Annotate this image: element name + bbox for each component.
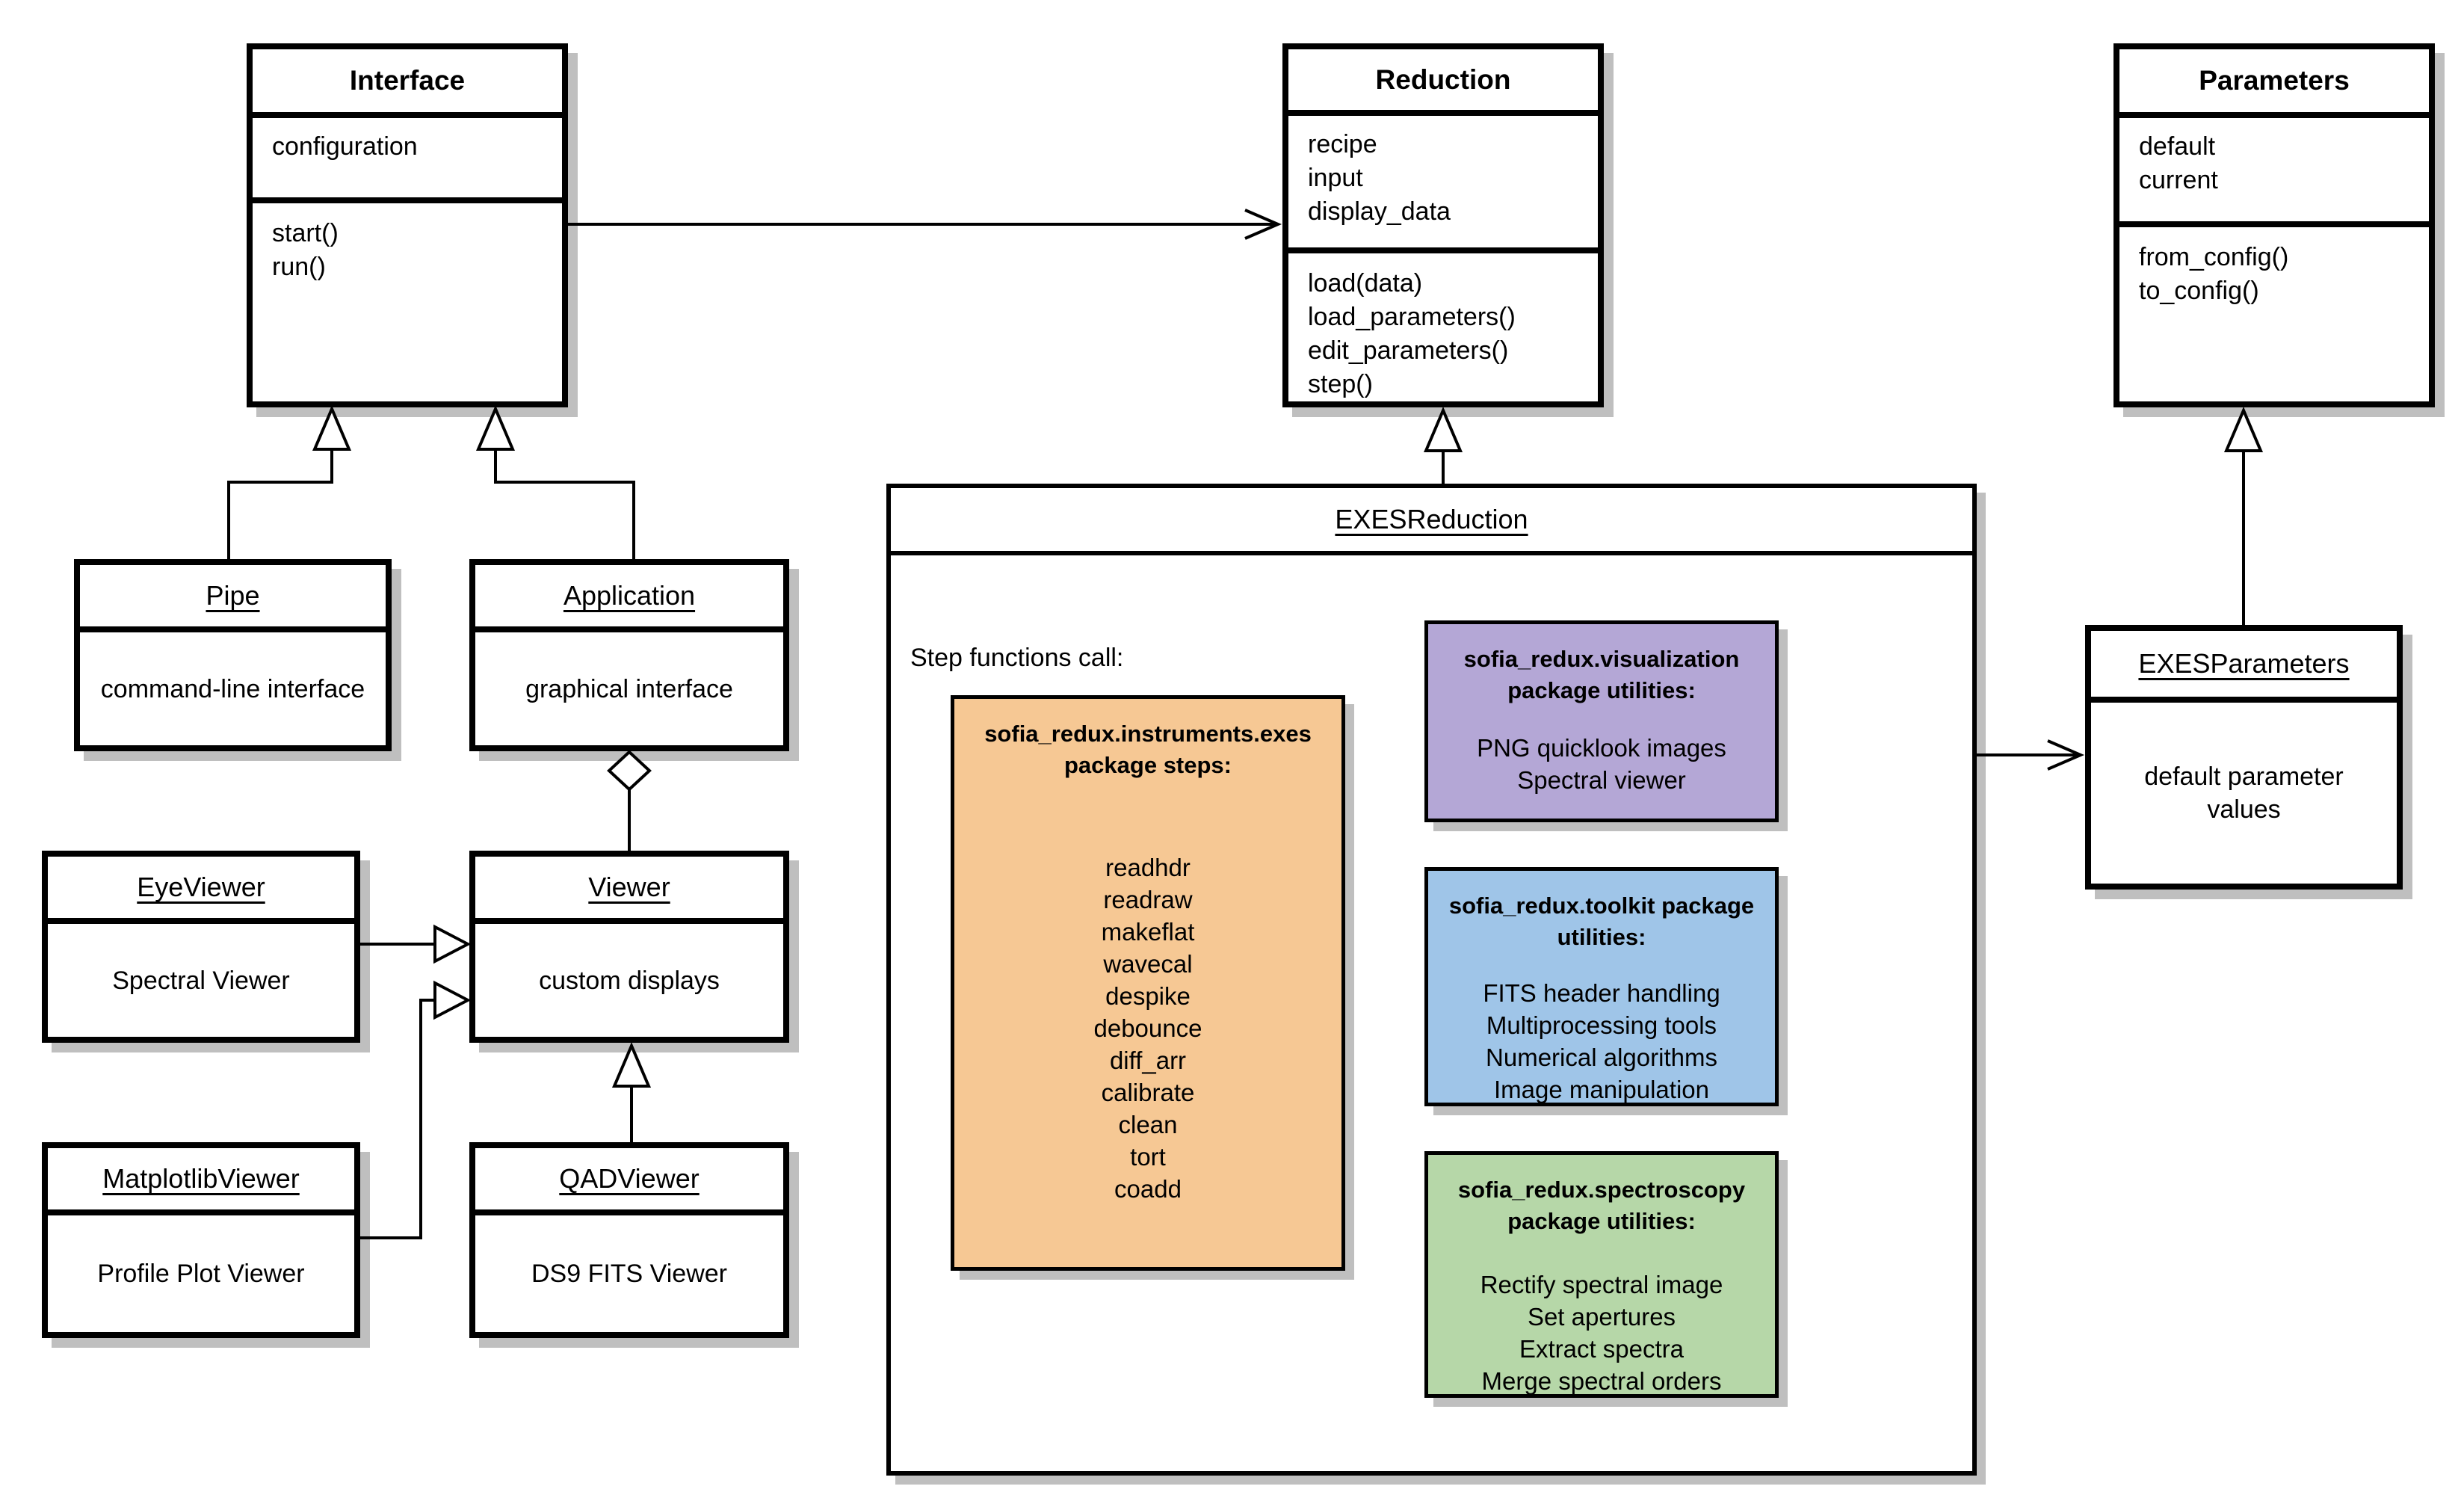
class-title: EXESReduction [891,488,1972,555]
utility-item: PNG quicklook images [1477,734,1726,762]
method: edit_parameters() [1308,336,1509,365]
step-item: diff_arr [1109,1047,1187,1074]
class-description: Profile Plot Viewer [97,1260,305,1288]
exesreduction-body: Step functions call: [891,555,1972,1471]
attribute: display_data [1308,197,1451,226]
method: load(data) [1308,269,1423,298]
class-description: DS9 FITS Viewer [531,1260,727,1288]
class-box-eyeviewer: EyeViewer Spectral Viewer [42,851,360,1043]
generalization-qadviewer-to-viewer [611,1041,652,1142]
utility-item: Spectral viewer [1517,766,1686,794]
package-step-list: readhdr readraw makeflat wavecal despike… [954,851,1341,1205]
package-box-toolkit: sofia_redux.toolkit package utilities: F… [1424,867,1779,1106]
utility-item: Extract spectra [1519,1335,1685,1363]
step-item: despike [1105,982,1191,1010]
generalization-exesparameters-to-parameters [2223,406,2264,625]
class-title: Reduction [1288,49,1598,117]
package-box-visualization: sofia_redux.visualization package utilit… [1424,620,1779,822]
attribute: default [2139,132,2216,161]
package-header: sofia_redux.instruments.exes [984,721,1312,747]
class-title: EyeViewer [48,857,354,924]
class-title: Viewer [475,857,783,924]
class-title: Application [475,565,783,632]
utility-item: FITS header handling [1483,979,1720,1007]
package-utility-list: FITS header handling Multiprocessing too… [1428,977,1775,1106]
class-box-reduction: Reduction recipe input display_data load… [1282,43,1604,407]
utility-item: Set apertures [1527,1303,1676,1331]
attribute: configuration [272,132,418,161]
attributes-compartment: recipe input display_data [1288,116,1598,253]
package-header: package utilities: [1507,677,1696,703]
class-box-pipe: Pipe command-line interface [74,559,392,751]
class-box-parameters: Parameters default current from_config()… [2113,43,2435,407]
method: to_config() [2139,277,2259,305]
method: step() [1308,370,1373,398]
method: start() [272,219,339,247]
attribute: current [2139,166,2218,194]
class-title: Interface [253,49,562,118]
step-item: debounce [1093,1014,1202,1042]
methods-compartment: from_config() to_config() [2119,227,2429,401]
generalization-eyeviewer-to-viewer [360,924,472,964]
method: load_parameters() [1308,303,1516,331]
generalization-matplotlibviewer-to-viewer [360,980,472,1239]
utility-item: Multiprocessing tools [1486,1011,1717,1039]
package-box-spectroscopy: sofia_redux.spectroscopy package utiliti… [1424,1151,1779,1398]
package-utility-list: PNG quicklook images Spectral viewer [1428,732,1775,796]
class-box-matplotlibviewer: MatplotlibViewer Profile Plot Viewer [42,1142,360,1338]
association-interface-to-reduction [568,209,1282,240]
generalization-pipe-to-interface [227,404,352,559]
attribute: input [1308,164,1363,193]
methods-compartment: start() run() [253,203,562,401]
class-box-viewer: Viewer custom displays [469,851,789,1043]
class-title: EXESParameters [2091,631,2397,703]
class-box-exesparameters: EXESParameters default parameter values [2085,625,2403,890]
class-box-interface: Interface configuration start() run() [247,43,568,407]
package-header: sofia_redux.spectroscopy [1457,1177,1746,1203]
step-item: makeflat [1101,918,1195,946]
step-item: readraw [1103,886,1193,913]
class-description: graphical interface [525,674,733,703]
aggregation-application-to-viewer [607,750,652,851]
class-title: Parameters [2119,49,2429,118]
methods-compartment: load(data) load_parameters() edit_parame… [1288,253,1598,401]
class-description: default parameter values [2144,762,2344,824]
utility-item: Merge spectral orders [1481,1367,1722,1395]
step-functions-note: Step functions call: [910,644,1124,672]
package-header: utilities: [1557,924,1646,950]
utility-item: Rectify spectral image [1480,1271,1723,1298]
package-header: package utilities: [1507,1208,1696,1234]
class-box-application: Application graphical interface [469,559,789,751]
step-item: wavecal [1103,950,1193,978]
class-title: MatplotlibViewer [48,1148,354,1215]
association-exesreduction-to-exesparameters [1977,739,2085,771]
method: from_config() [2139,243,2289,271]
class-description: command-line interface [100,674,365,703]
method: run() [272,253,326,281]
class-title: QADViewer [475,1148,783,1215]
class-box-qadviewer: QADViewer DS9 FITS Viewer [469,1142,789,1338]
step-item: tort [1130,1143,1166,1171]
package-header: package steps: [1064,752,1232,778]
attribute: recipe [1308,130,1377,159]
utility-item: Image manipulation [1493,1076,1709,1103]
generalization-application-to-interface [475,404,635,559]
class-description: Spectral Viewer [112,966,290,995]
generalization-exesreduction-to-reduction [1423,406,1463,484]
attributes-compartment: default current [2119,118,2429,227]
attributes-compartment: configuration [253,118,562,203]
class-description: custom displays [539,966,720,995]
package-header: sofia_redux.visualization [1463,646,1740,672]
package-utility-list: Rectify spectral image Set apertures Ext… [1428,1269,1775,1397]
step-item: coadd [1114,1175,1182,1203]
package-header: sofia_redux.toolkit package [1448,893,1755,919]
step-item: calibrate [1101,1079,1195,1106]
step-item: readhdr [1105,854,1191,881]
step-item: clean [1118,1111,1178,1138]
class-title: Pipe [80,565,386,632]
utility-item: Numerical algorithms [1486,1044,1717,1071]
package-box-instruments-exes: sofia_redux.instruments.exes package ste… [951,695,1345,1271]
